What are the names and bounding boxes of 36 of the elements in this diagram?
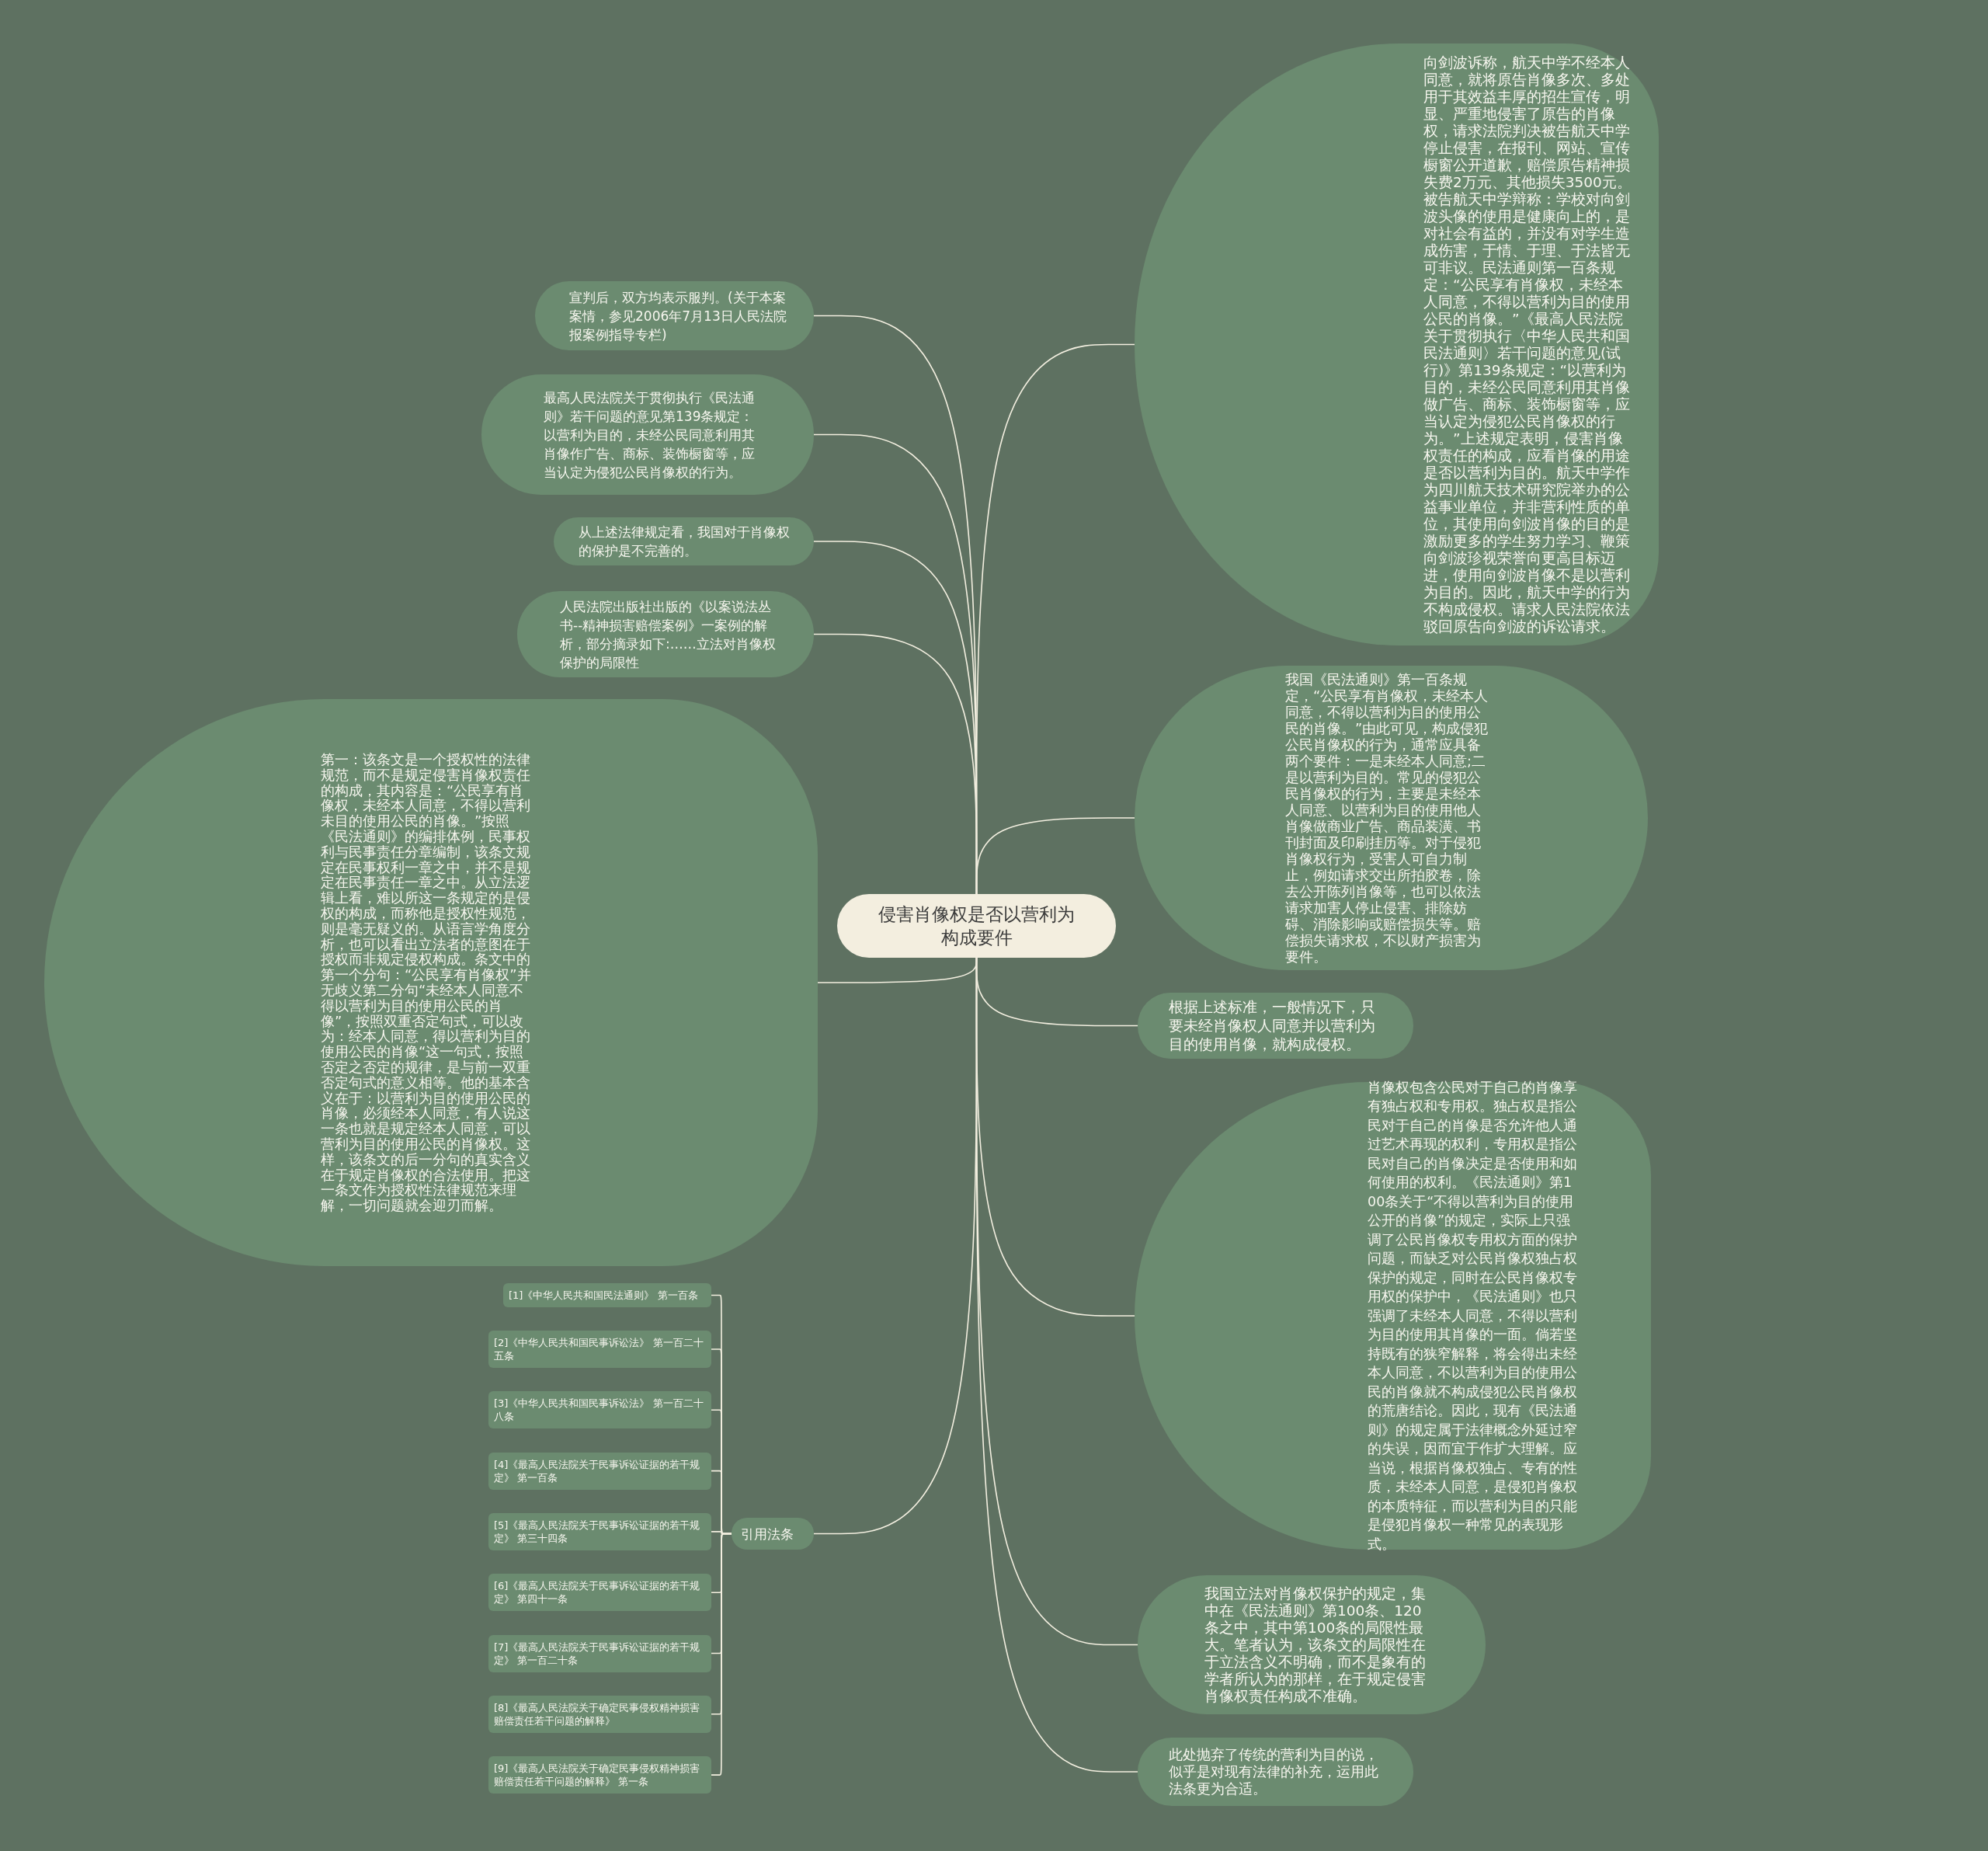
topic-bubble [732, 1518, 814, 1550]
node-text: 人民法院出版社出版的《以案说法丛书--精神损害赔偿案例》一案例的解析，部分摘录如下:……立法对肖像权保护的局限性 [560, 597, 777, 672]
node-text: [3]《中华人民共和国民事诉讼法》 第一百二十八条 [494, 1397, 704, 1424]
node-text: [7]《最高人民法院关于民事诉讼证据的若干规定》 第一百二十条 [494, 1640, 701, 1667]
reference-item [488, 1452, 711, 1490]
node-text: [2]《中华人民共和国民事诉讼法》 第一百二十五条 [494, 1336, 704, 1362]
connector-line [975, 957, 1138, 1773]
node-text: [6]《最高人民法院关于民事诉讼证据的若干规定》 第四十一条 [494, 1579, 701, 1606]
node-text: [4]《最高人民法院关于民事诉讼证据的若干规定》 第一百条 [494, 1457, 701, 1484]
reference-item [488, 1331, 711, 1368]
node-text: 根据上述标准，一般情况下，只要未经肖像权人同意并以营利为目的使用肖像，就构成侵权。 [1169, 997, 1376, 1054]
connector-line [711, 1533, 732, 1776]
node-text: [5]《最高人民法院关于民事诉讼证据的若干规定》 第三十四条 [494, 1518, 701, 1545]
node-text: 向剑波诉称，航天中学不经本人同意，就将原告肖像多次、多处用于其效益丰厚的招生宣传，明显、严重地侵害了原告的肖像权，请求法院判决被告航天中学停止侵害，在报刊、网站、宣传橱窗公开道歉，赔偿原告精神损失费2万元、其他损失3500元。被告航天中学辩称：学校对向剑波头像的使用是健康向上的，是对社会有益的，并没有对学生造成伤害，于情、于理、于法皆无可非议。民法通则第一百条规定：“公民享有肖像权，未经本人同意，不得以营利为目的使用公民的肖像。”《最高人民法院关于贯彻执行〈中华人民共和国民法通则〉若干问题的意见(试行)》第139条规定：“以营利为目的，未经公民同意利用其肖像做广告、商标、装饰橱窗等，应当认定为侵犯公民肖像权的行为。”上述规定表明，侵害肖像权责任的构成，应看肖像的用途是否以营利为目的。航天中学作为四川航天技术研究院举办的公益事业单位，并非营利性质的单位，其使用向剑波肖像的目的是激励更多的学生努力学习、鞭策向剑波珍视荣誉向更高目标迈进，使用向剑波肖像不是以营利为目的。因此，航天中学的行为不构成侵权。请求人民法院依法驳回原告向剑波的诉讼请求。 [1423, 54, 1632, 635]
node-text: 此处抛弃了传统的营利为目的说，似乎是对现有法律的补充，运用此法条更为合适。 [1169, 1746, 1379, 1797]
node-text: 我国立法对肖像权保护的规定，集中在《民法通则》第100条、120条之中，其中第100条的局限性最大。笔者认为，该条文的局限性在于立法含义不明确，而不是象有的学者所认为的那样，在于规定侵害肖像权责任构成不准确。 [1204, 1585, 1427, 1705]
node-text: 最高人民法院关于贯彻执行《民法通则》若干问题的意见第139条规定：以营利为目的，未经公民同意利用其肖像作广告、商标、装饰橱窗等，应当认定为侵犯公民肖像权的行为。 [544, 388, 756, 482]
node-text: 侵害肖像权是否以营利为构成要件 [878, 903, 1076, 949]
reference-item [488, 1695, 711, 1733]
node-text: 宣判后，双方均表示服判。(关于本案案情，参见2006年7月13日人民法院报案例指导专栏) [569, 288, 787, 344]
node-text: [9]《最高人民法院关于确定民事侵权精神损害赔偿责任若干问题的解释》 第一条 [494, 1762, 701, 1789]
node-text: [8]《最高人民法院关于确定民事侵权精神损害赔偿责任若干问题的解释》 [494, 1700, 701, 1727]
reference-item [488, 1756, 711, 1794]
node-text: 我国《民法通则》第一百条规定，“公民享有肖像权，未经本人同意，不得以营利为目的使用公民的肖像。”由此可见，构成侵犯公民肖像权的行为，通常应具备两个要件：一是未经本人同意;二是以营利为目的。常见的侵犯公民肖像权的行为，主要是未经本人同意、以营利为目的使用他人肖像做商业广告、商品装潢、书刊封面及印刷挂历等。对于侵犯肖像权行为，受害人可自力制止，例如请求交出所拍胶卷，除去公开陈列肖像等，也可以依法请求加害人停止侵害、排除妨碍、消除影响或赔偿损失等。赔偿损失请求权，不以财产损害为要件。 [1285, 671, 1489, 965]
reference-item [488, 1634, 711, 1672]
reference-item [488, 1512, 711, 1550]
connector-line [975, 817, 1135, 895]
topic-bubble [44, 699, 818, 1266]
reference-item [488, 1574, 711, 1612]
node-text: 第一：该条文是一个授权性的法律规范，而不是规定侵害肖像权责任的构成，其内容是：“公民享有肖像权，未经本人同意，不得以营利未目的使用公民的肖像。”按照《民法通则》的编排体例，民事权利与民事责任分章编制，该条文规定在民事权利一章之中，并不是规定在民事责任一章之中。从立法逻辑上看，难以所这一条规定的是侵权的构成，而称他是授权性规范，则是毫无疑义的。从语言学角度分析，也可以看出立法者的意图在于授权而非规定侵权构成。条文中的第一个分句：“公民享有肖像权”并无歧义第二分句“未经本人同意不得以营利为目的使用公民的肖像”，按照双重否定句式，可以改为：经本人同意，得以营利为目的使用公民的肖像“这一句式，按照否定之否定的规律，是与前一双重否定句式的意义相等。他的基本含义在于：以营利为目的使用公民的肖像，必须经本人同意，有人说这一条也就是规定经本人同意，可以营利为目的使用公民的肖像权。这样，该条文的后一分句的真实含义在于规定肖像权的合法使用。把这一条文作为授权性法律规范来理解，一切问题就会迎刃而解。 [321, 752, 532, 1213]
node-text: 从上述法律规定看，我国对于肖像权的保护是不完善的。 [579, 524, 791, 560]
node-text: [1]《中华人民共和国民法通则》 第一百条 [509, 1289, 699, 1302]
reference-item [488, 1391, 711, 1429]
node-text: 引用法条 [741, 1525, 795, 1543]
node-text: 肖像权包含公民对于自己的肖像享有独占权和专用权。独占权是指公民对于自己的肖像是否允许他人通过艺术再现的权利，专用权是指公民对自己的肖像决定是否使用和如何使用的权利。《民法通则》第100条关于“不得以营利为目的使用公开的肖像”的规定，实际上只强调了公民肖像权专用权方面的保护问题，而缺乏对公民肖像权独占权保护的规定，同时在公民肖像权专用权的保护中，《民法通则》也只强调了未经本人同意，不得以营利为目的使用其肖像的一面。倘若坚持既有的狭窄解释，将会得出未经本人同意，不以营利为目的使用公民的肖像就不构成侵犯公民肖像权的荒唐结论。因此，现有《民法通则》的规定属于法律概念外延过窄的失误，因而宜于作扩大理解。应当说，根据肖像权独占、专有的性质，未经本人同意，是侵犯肖像权的本质特征，而以营利为目的只能是侵犯肖像权一种常见的表现形式。 [1368, 1078, 1578, 1554]
reference-item [503, 1283, 711, 1307]
